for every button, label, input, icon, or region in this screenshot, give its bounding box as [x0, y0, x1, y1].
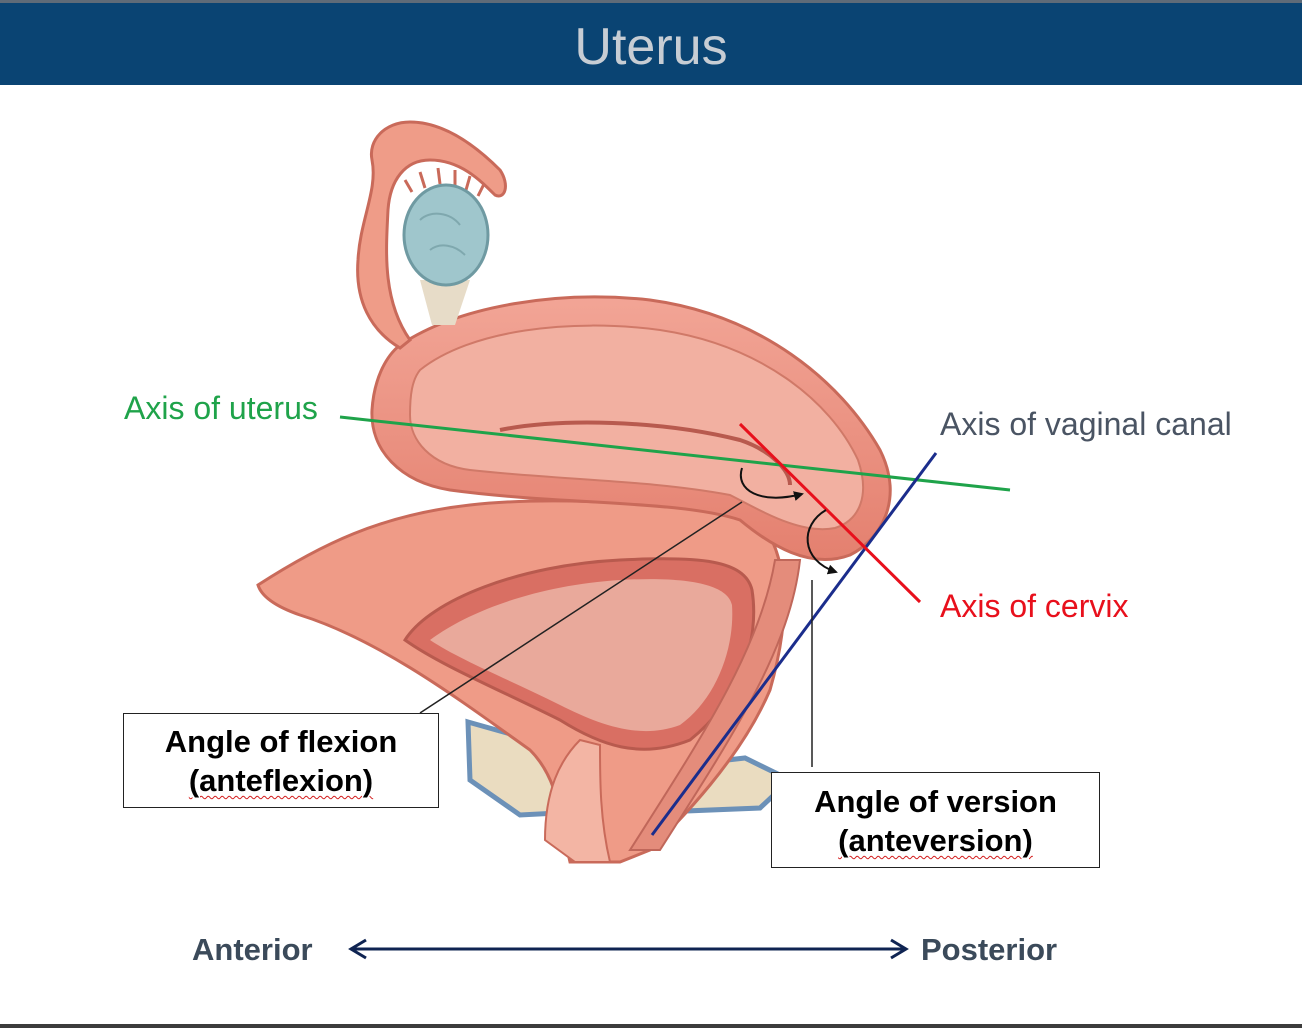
bottom-rule — [0, 1024, 1302, 1028]
axis-of-uterus-line — [339, 415, 1011, 492]
top-rule — [0, 0, 1302, 3]
axis-of-uterus-label: Axis of uterus — [124, 390, 318, 426]
page-title: Uterus — [574, 18, 728, 76]
angle-of-flexion-box: Angle of flexion (anteflexion) — [123, 713, 439, 808]
axis-of-vaginal-canal-label: Axis of vaginal canal — [940, 406, 1232, 442]
arrowhead-right-icon — [890, 938, 909, 960]
axis-of-cervix-label: Axis of cervix — [940, 588, 1129, 624]
anteversion-label: (anteversion) — [838, 823, 1033, 858]
axis-of-cervix-line — [738, 422, 922, 604]
vaginal-wall — [628, 559, 802, 851]
posterior-label: Posterior — [921, 932, 1058, 967]
uterus-body — [370, 295, 892, 561]
anteflexion-label: (anteflexion) — [188, 763, 374, 798]
flexion-angle-arc — [739, 467, 804, 501]
version-angle-arc — [806, 509, 838, 575]
arrowhead-left-icon — [348, 938, 367, 960]
angle-of-version-box: Angle of version (anteversion) — [771, 772, 1100, 868]
fallopian-tube — [356, 120, 507, 350]
angle-of-version-title: Angle of version — [814, 784, 1057, 819]
angle-of-flexion-title: Angle of flexion — [164, 724, 398, 759]
title-bar: Uterus — [0, 3, 1302, 85]
bladder — [256, 499, 786, 864]
flexion-leader-line — [419, 501, 743, 714]
ovary — [402, 183, 490, 325]
axis-of-vaginal-canal-line — [650, 452, 938, 836]
anterior-label: Anterior — [192, 932, 313, 967]
